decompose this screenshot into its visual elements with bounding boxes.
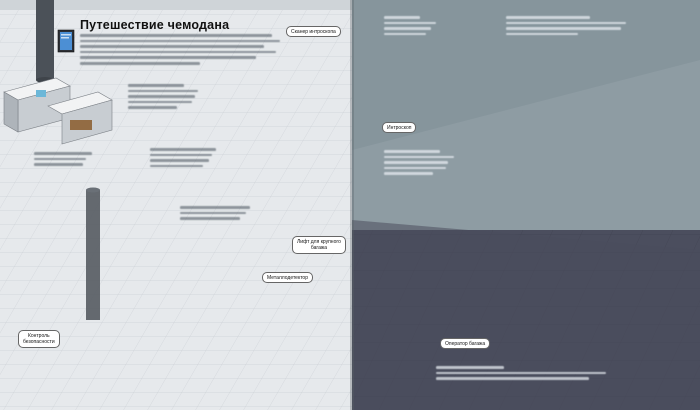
intro-paragraph-placeholder xyxy=(80,34,280,68)
label-security-control: Контроль безопасности xyxy=(18,330,60,348)
step-3-paragraph-placeholder xyxy=(34,152,92,169)
check-in-counter xyxy=(3,77,113,145)
step-4-paragraph-placeholder xyxy=(180,206,250,223)
right-step-3-placeholder xyxy=(384,150,454,178)
column xyxy=(36,0,54,80)
step-2-paragraph-placeholder xyxy=(150,148,216,170)
label-baggage-operator: Оператор багажа xyxy=(440,338,491,349)
step-1-paragraph-placeholder xyxy=(128,84,198,112)
label-introscope: Интроскоп xyxy=(382,122,417,133)
label-large-baggage-elevator: Лифт для крупного багажа xyxy=(292,236,346,254)
label-scanner: Сканер интроскопа xyxy=(286,26,341,37)
right-step-1-placeholder xyxy=(384,16,436,38)
label-metal-detector: Металлодетектор xyxy=(262,272,313,283)
page-title: Путешествие чемодана xyxy=(80,18,230,32)
right-step-4-placeholder xyxy=(436,366,606,383)
right-step-2-placeholder xyxy=(506,16,626,38)
